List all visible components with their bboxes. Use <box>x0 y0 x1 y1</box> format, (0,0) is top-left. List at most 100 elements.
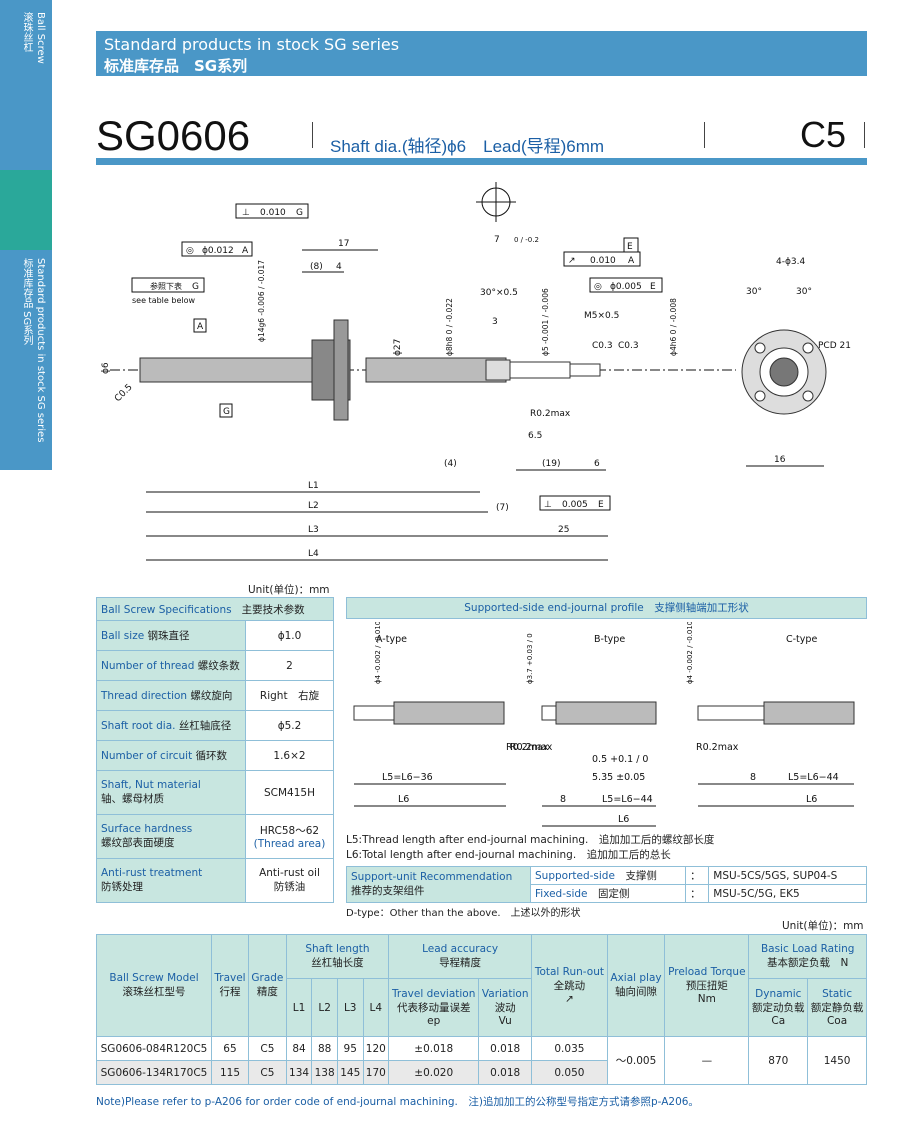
dim-17: 17 <box>338 239 349 249</box>
title-underline <box>96 158 867 165</box>
spec-value: 2 <box>245 650 334 681</box>
spec-key-en: Thread direction <box>101 690 188 702</box>
perp-symbol: ⊥ <box>544 500 552 510</box>
dim-l3: L3 <box>308 525 319 535</box>
side-tab-ballscrew-en: Ball Screw <box>35 12 46 64</box>
spec-key-en: Ball size <box>101 630 145 642</box>
section-title-en: Standard products in stock SG series <box>104 35 400 54</box>
axial-play: ～0.005 <box>606 1036 666 1085</box>
dim-16: 16 <box>774 455 786 465</box>
spec-value: ϕ1.0 <box>245 620 334 651</box>
support-row-side: Fixed-side 固定侧 <box>529 884 687 903</box>
profile-b-dim: ϕ3.7 +0.03 / 0 <box>526 633 534 684</box>
thread-m5: M5×0.5 <box>584 311 619 321</box>
profile-b-l6: L6 <box>618 814 629 825</box>
spec-title-en: Ball Screw Specifications <box>101 603 232 616</box>
dim-7b: (7) <box>496 503 509 513</box>
profile-b-535: 5.35 ±0.05 <box>592 772 645 783</box>
title-divider <box>312 122 313 148</box>
profile-b-type: B-type <box>594 634 625 645</box>
tol-frame-e2-ref: E <box>650 282 656 292</box>
spec-value: SCM415H <box>245 770 334 815</box>
spec-table: Ball Screw Specifications 主要技术参数 Ball si… <box>96 597 334 903</box>
dim-l4: L4 <box>308 549 319 559</box>
tol-frame-e2: ϕ0.005 <box>610 282 642 292</box>
support-side-cn: 支撑侧 <box>625 870 657 882</box>
h-l3: L3 <box>336 978 364 1037</box>
spec-value: HRC58～62 <box>259 825 320 837</box>
profile-c-dim: ϕ4 -0.002 / -0.010 <box>686 622 694 684</box>
h-l2: L2 <box>311 978 338 1037</box>
profile-title: Supported-side end-journal profile 支撑侧轴端… <box>346 597 867 619</box>
spec-key-en: Number of thread <box>101 660 195 672</box>
datum-g: G <box>223 407 230 417</box>
model-title: SG0606 <box>96 112 251 159</box>
dim-phi5: ϕ5 -0.001 / -0.006 <box>541 288 550 356</box>
unit-label-main: Unit(单位)：mm <box>782 920 864 932</box>
side-tab-sg-cn: 标准库存品 SG系列 <box>21 258 32 346</box>
profile-c-type: C-type <box>786 634 817 645</box>
dynamic-load: 870 <box>748 1036 809 1085</box>
side-tab-ballscrew[interactable]: Ball Screw 滚珠丝杠 <box>0 0 52 170</box>
technical-drawing: ⊥ 0.010 G ◎ ϕ0.012 A 参照下表 G see table be… <box>101 182 851 561</box>
dim-4b: (4) <box>444 459 457 469</box>
side-tab-sg-series[interactable]: Standard products in stock SG series 标准库… <box>0 250 52 470</box>
section-title-cn: 标准库存品 SG系列 <box>104 57 248 75</box>
support-side-en: Fixed-side <box>535 888 588 900</box>
dim-phi14: ϕ14g6 -0.006 / -0.017 <box>257 260 266 342</box>
table-row: SG0606-084R120C5 65 C5 84 88 95 120 ±0.0… <box>96 1036 867 1085</box>
spec-value: 1.6×2 <box>245 740 334 771</box>
chamfer-c03-a: C0.3 <box>592 341 613 351</box>
profile-c-8: 8 <box>750 772 756 783</box>
dim-6: 6 <box>594 459 600 469</box>
ref-note: 参照下表 <box>150 281 182 291</box>
support-value: MSU-5CS/5GS, SUP04-S <box>708 866 867 885</box>
dim-4: 4 <box>336 262 342 272</box>
spec-value-sub: 防锈油 <box>273 881 306 893</box>
angle-30-b: 30° <box>796 287 812 297</box>
dim-25: 25 <box>558 525 569 535</box>
spec-key-en: Surface hardness <box>101 823 193 835</box>
profile-note-l6: L6:Total length after end-journal machin… <box>346 849 671 861</box>
table-row: SG0606-134R170C5 115 C5 134 138 145 170 … <box>96 1060 867 1085</box>
profile-b-r: R0.2max <box>506 742 549 753</box>
spec-value-sub: (Thread area) <box>253 838 326 850</box>
spec-key-en: Shaft, Nut material <box>101 779 201 791</box>
dim-3: 3 <box>492 317 498 327</box>
perp-symbol: ⊥ <box>242 208 250 218</box>
dim-6-5: 6.5 <box>528 431 542 441</box>
side-tab-sg-en: Standard products in stock SG series <box>35 258 46 443</box>
profile-a-r: R0.2max <box>510 742 553 753</box>
spec-key-cn: 螺纹旋向 <box>190 690 233 702</box>
profile-a-l5: L5=L6−36 <box>382 772 433 783</box>
runout-symbol: ↗ <box>568 256 576 266</box>
profile-c-l6: L6 <box>806 794 817 805</box>
profile-b-l5: L5=L6−44 <box>602 794 653 805</box>
title-divider <box>704 122 705 148</box>
chamfer-c03-b: C0.3 <box>618 341 639 351</box>
side-tab-accent <box>0 170 52 250</box>
static-load: 1450 <box>807 1036 867 1085</box>
see-table: see table below <box>132 296 195 305</box>
tol-frame-1-ref: G <box>296 208 303 218</box>
spec-key-cn: 丝杠轴底径 <box>178 720 232 732</box>
spec-key-cn: 防锈处理 <box>101 881 143 893</box>
tol-frame-e1: 0.010 <box>590 256 616 266</box>
chamfer-30x05: 30°×0.5 <box>480 288 518 298</box>
support-row-side: Supported-side 支撑侧 <box>529 866 687 885</box>
